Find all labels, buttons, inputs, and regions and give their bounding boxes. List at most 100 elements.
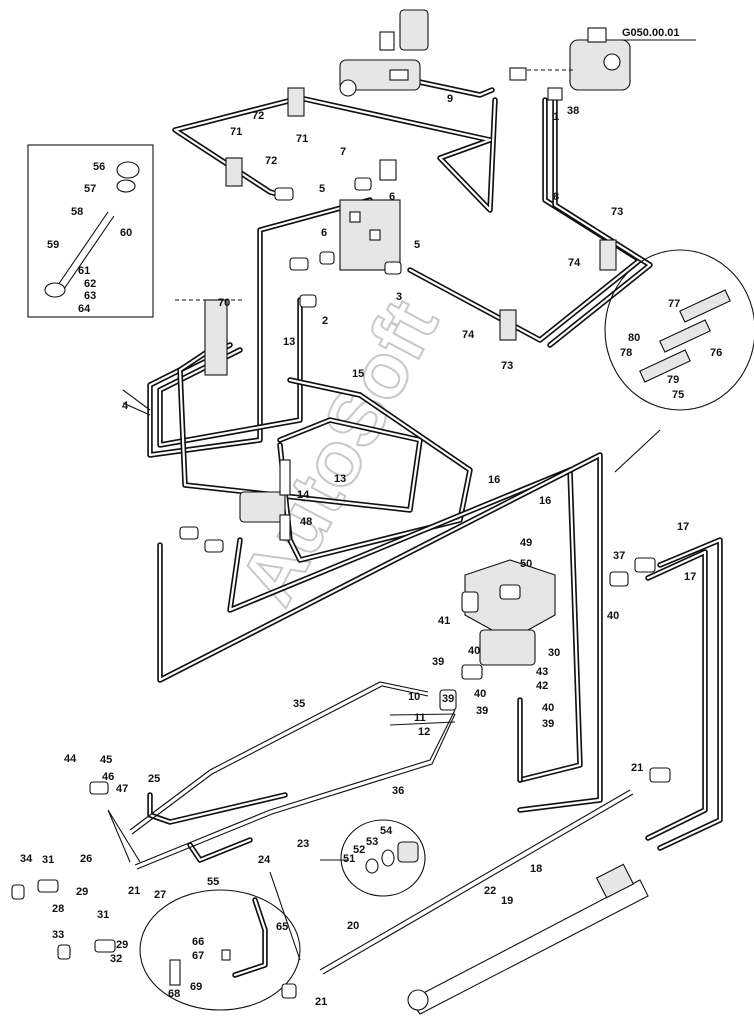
callout: 39 bbox=[542, 718, 554, 730]
callout: 39 bbox=[476, 705, 488, 717]
callout: 53 bbox=[366, 836, 378, 848]
callout: 52 bbox=[353, 844, 365, 856]
tee-fitting bbox=[239, 459, 291, 541]
callout: 31 bbox=[97, 909, 109, 921]
callout: 14 bbox=[297, 489, 310, 501]
callout: 57 bbox=[84, 183, 96, 195]
inset-lever-box bbox=[27, 144, 154, 318]
callout: 48 bbox=[300, 516, 312, 528]
callout: 22 bbox=[484, 885, 496, 897]
callout: 59 bbox=[47, 239, 59, 251]
callout: 9 bbox=[447, 93, 453, 105]
callout: 70 bbox=[218, 297, 230, 309]
callout: 11 bbox=[414, 712, 426, 724]
callout: 61 bbox=[78, 265, 90, 277]
inset-fitting-detail bbox=[340, 819, 426, 897]
callout: 65 bbox=[276, 921, 288, 933]
callout: 24 bbox=[258, 854, 271, 866]
callout: 66 bbox=[192, 936, 204, 948]
callout: 40 bbox=[542, 702, 554, 714]
callout: 13 bbox=[283, 336, 295, 348]
callout: 6 bbox=[389, 191, 395, 203]
callout: 5 bbox=[319, 183, 325, 195]
callout: 20 bbox=[347, 920, 359, 932]
callout: 28 bbox=[52, 903, 64, 915]
callout: 16 bbox=[539, 495, 551, 507]
top-valve-assembly bbox=[339, 9, 429, 97]
callout: 7 bbox=[340, 146, 346, 158]
callout: 38 bbox=[567, 105, 579, 117]
clamp-71-left bbox=[225, 157, 243, 187]
callout: 18 bbox=[530, 863, 542, 875]
callout: 29 bbox=[116, 939, 128, 951]
callout: 35 bbox=[293, 698, 305, 710]
callout: 58 bbox=[71, 206, 83, 218]
inset-clamp-detail bbox=[604, 249, 754, 411]
fittings bbox=[11, 177, 671, 999]
callout: 74 bbox=[568, 257, 581, 269]
callout: 47 bbox=[116, 783, 128, 795]
inset-hose-detail bbox=[139, 889, 301, 1011]
callout: 71 bbox=[296, 133, 308, 145]
clamp-block-70 bbox=[175, 299, 245, 376]
control-block bbox=[461, 559, 556, 666]
callout: 23 bbox=[297, 838, 309, 850]
pipe-20-b bbox=[322, 793, 634, 975]
callout: 73 bbox=[611, 206, 623, 218]
hose-8-b bbox=[547, 97, 653, 348]
callout: 16 bbox=[488, 474, 500, 486]
callout: 36 bbox=[392, 785, 404, 797]
hose-7-b bbox=[297, 95, 498, 213]
callout: 40 bbox=[474, 688, 486, 700]
callout: 26 bbox=[80, 853, 92, 865]
callout: 62 bbox=[84, 278, 96, 290]
callout: 3 bbox=[396, 291, 402, 303]
callout: 25 bbox=[148, 773, 160, 785]
manifold-block bbox=[339, 159, 401, 271]
clamp-71-top bbox=[287, 87, 305, 117]
callout: 49 bbox=[520, 537, 532, 549]
callout: 21 bbox=[315, 996, 327, 1008]
callout: 68 bbox=[168, 988, 180, 1000]
callout: 13 bbox=[334, 473, 346, 485]
callout: 34 bbox=[20, 853, 33, 865]
callout: 51 bbox=[343, 853, 355, 865]
callout: 60 bbox=[120, 227, 132, 239]
clamp-detail-parts bbox=[639, 289, 731, 383]
pipe-36-b bbox=[136, 713, 456, 870]
callout: 21 bbox=[128, 885, 140, 897]
callout: 64 bbox=[78, 303, 91, 315]
pipe-35-b bbox=[131, 685, 429, 835]
callout: 76 bbox=[710, 347, 722, 359]
hose-group bbox=[147, 77, 723, 863]
callout: 63 bbox=[84, 290, 96, 302]
callout: 5 bbox=[414, 239, 420, 251]
callout: 50 bbox=[520, 558, 532, 570]
callout: 67 bbox=[192, 950, 204, 962]
pipe-35 bbox=[129, 681, 429, 831]
callout: 71 bbox=[230, 126, 242, 138]
callout: 17 bbox=[677, 521, 689, 533]
callout: 1 bbox=[553, 111, 559, 123]
callout: 75 bbox=[672, 389, 684, 401]
hose-17 bbox=[657, 537, 723, 851]
callout: 2 bbox=[322, 315, 328, 327]
pipe-36 bbox=[134, 709, 456, 866]
callout: 17 bbox=[684, 571, 696, 583]
callout: 31 bbox=[42, 854, 54, 866]
hose-detail-parts bbox=[169, 897, 268, 986]
callout: 33 bbox=[52, 929, 64, 941]
callout: 80 bbox=[628, 332, 640, 344]
reference-code: G050.00.01 bbox=[622, 27, 680, 39]
callout: 72 bbox=[252, 110, 264, 122]
callout: 30 bbox=[548, 647, 560, 659]
callout: 54 bbox=[380, 825, 393, 837]
hydraulic-cylinder bbox=[407, 863, 649, 1015]
callout: 46 bbox=[102, 771, 114, 783]
callout: 39 bbox=[432, 656, 444, 668]
callout: 27 bbox=[154, 889, 166, 901]
hose-17-b bbox=[645, 549, 708, 841]
callout: 12 bbox=[418, 726, 430, 738]
callout: 10 bbox=[408, 691, 420, 703]
